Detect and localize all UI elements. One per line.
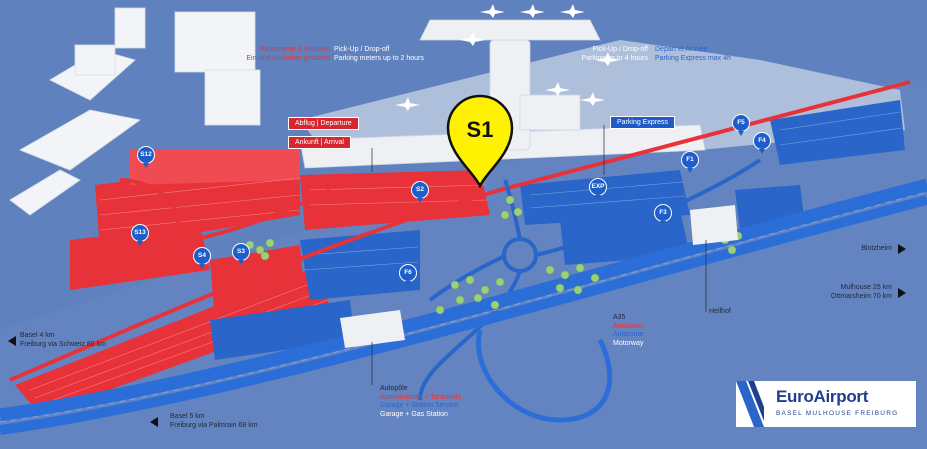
blue-info-en-line2: Parking up to 4 hours xyxy=(581,54,648,62)
motorway-en: Motorway xyxy=(613,339,644,347)
autopole-fr: Garage + Station Service xyxy=(380,402,459,409)
blue-info-fr: Départ et Arrivée Parking Express max 4h xyxy=(655,46,731,63)
red-info-de: Parkometer 2 Stunden Ein-und Ausladen ge… xyxy=(225,46,330,63)
arrival-sign: Ankunft | Arrival xyxy=(288,136,351,149)
motorway-label: A35 Autobahn Autoroute Motorway xyxy=(613,314,643,348)
autopole-label: Autopôle Autowerkstatt + Tankstelle Gara… xyxy=(380,385,461,419)
direction-freiburg-schweiz-line: Freiburg via Schweiz 80 km xyxy=(20,340,106,348)
parking-pin-f5[interactable]: F5 xyxy=(732,114,750,136)
hellhof-building xyxy=(690,205,738,245)
red-info-en: Pick-Up / Drop-off Parking meters up to … xyxy=(334,46,424,63)
parking-pin-s3[interactable]: S3 xyxy=(232,243,250,265)
logo-subtitle: BASEL MULHOUSE FREIBURG xyxy=(776,410,899,417)
motorway-a35 xyxy=(0,178,927,435)
red-info-de-line1: Parkometer 2 Stunden xyxy=(259,46,330,53)
direction-ottmarsheim-line: Ottmarsheim 70 km xyxy=(830,292,892,300)
red-roads xyxy=(9,80,911,382)
arrow-left-icon xyxy=(150,417,158,427)
arrow-right-icon xyxy=(898,288,906,298)
hellhof-label: Hellhof xyxy=(709,308,731,315)
direction-basel-top: Basel 4 km Freiburg via Schweiz 80 km xyxy=(20,332,106,349)
direction-basel-bottom: Basel 5 km Freiburg via Palmrain 68 km xyxy=(170,413,258,430)
parking-express-sign: Parking Express xyxy=(610,116,675,129)
euroairport-logo: EuroAirport BASEL MULHOUSE FREIBURG xyxy=(736,381,916,427)
blue-info-en: Pick-Up / Drop-off Parking up to 4 hours xyxy=(560,46,648,63)
red-info-en-line2: Parking meters up to 2 hours xyxy=(334,54,424,62)
autopole-en: Garage + Gas Station xyxy=(380,410,448,418)
parking-pin-f4[interactable]: F4 xyxy=(753,132,771,154)
red-info-en-line1: Pick-Up / Drop-off xyxy=(334,46,390,53)
arrow-right-icon xyxy=(898,244,906,254)
logo-title: EuroAirport xyxy=(776,387,869,406)
blue-info-fr-line2: Parking Express max 4h xyxy=(655,54,731,62)
tree-clusters xyxy=(245,195,743,315)
parking-pin-s4[interactable]: S4 xyxy=(193,247,211,269)
blue-roads xyxy=(418,158,762,401)
parking-pin-exp[interactable]: EXP xyxy=(589,178,607,200)
direction-mulhouse-line: Mulhouse 25 km xyxy=(840,284,892,291)
motorway-de: Autobahn xyxy=(613,322,643,330)
parking-pin-s2[interactable]: S2 xyxy=(411,181,429,203)
parking-pin-f1[interactable]: F1 xyxy=(681,151,699,173)
parking-pin-f6[interactable]: F6 xyxy=(399,264,417,286)
blue-info-fr-line1: Départ et Arrivée xyxy=(655,46,708,53)
blue-info-en-line1: Pick-Up / Drop-off xyxy=(592,46,649,53)
parking-pin-s12[interactable]: S12 xyxy=(137,146,155,168)
city-buildings xyxy=(9,7,261,216)
parking-pin-f3[interactable]: F3 xyxy=(654,204,672,226)
direction-basel-bottom-line: Basel 5 km xyxy=(170,413,205,420)
motorway-name: A35 xyxy=(613,314,626,321)
s1-marker-label: S1 xyxy=(467,117,494,142)
autopole-building xyxy=(340,310,405,348)
motorway-fr: Autoroute xyxy=(613,331,644,338)
departure-sign: Abflug | Departure xyxy=(288,117,359,130)
aircraft-icons xyxy=(395,4,620,111)
red-info-de-line2: Ein-und Ausladen gestattet xyxy=(246,54,330,62)
autopole-title: Autopôle xyxy=(380,385,408,392)
direction-freiburg-palmrain-line: Freiburg via Palmrain 68 km xyxy=(170,421,258,429)
autopole-de: Autowerkstatt + Tankstelle xyxy=(380,393,462,401)
s1-map-marker[interactable]: S1 xyxy=(444,92,516,188)
direction-mulhouse: Mulhouse 25 km Ottmarsheim 70 km xyxy=(790,284,892,301)
arrow-left-icon xyxy=(8,336,16,346)
direction-basel-top-line: Basel 4 km xyxy=(20,332,55,339)
logo-stripe-icon xyxy=(736,381,764,427)
direction-blotzheim: Blotzheim xyxy=(861,245,892,252)
parking-pin-s13[interactable]: S13 xyxy=(131,224,149,246)
